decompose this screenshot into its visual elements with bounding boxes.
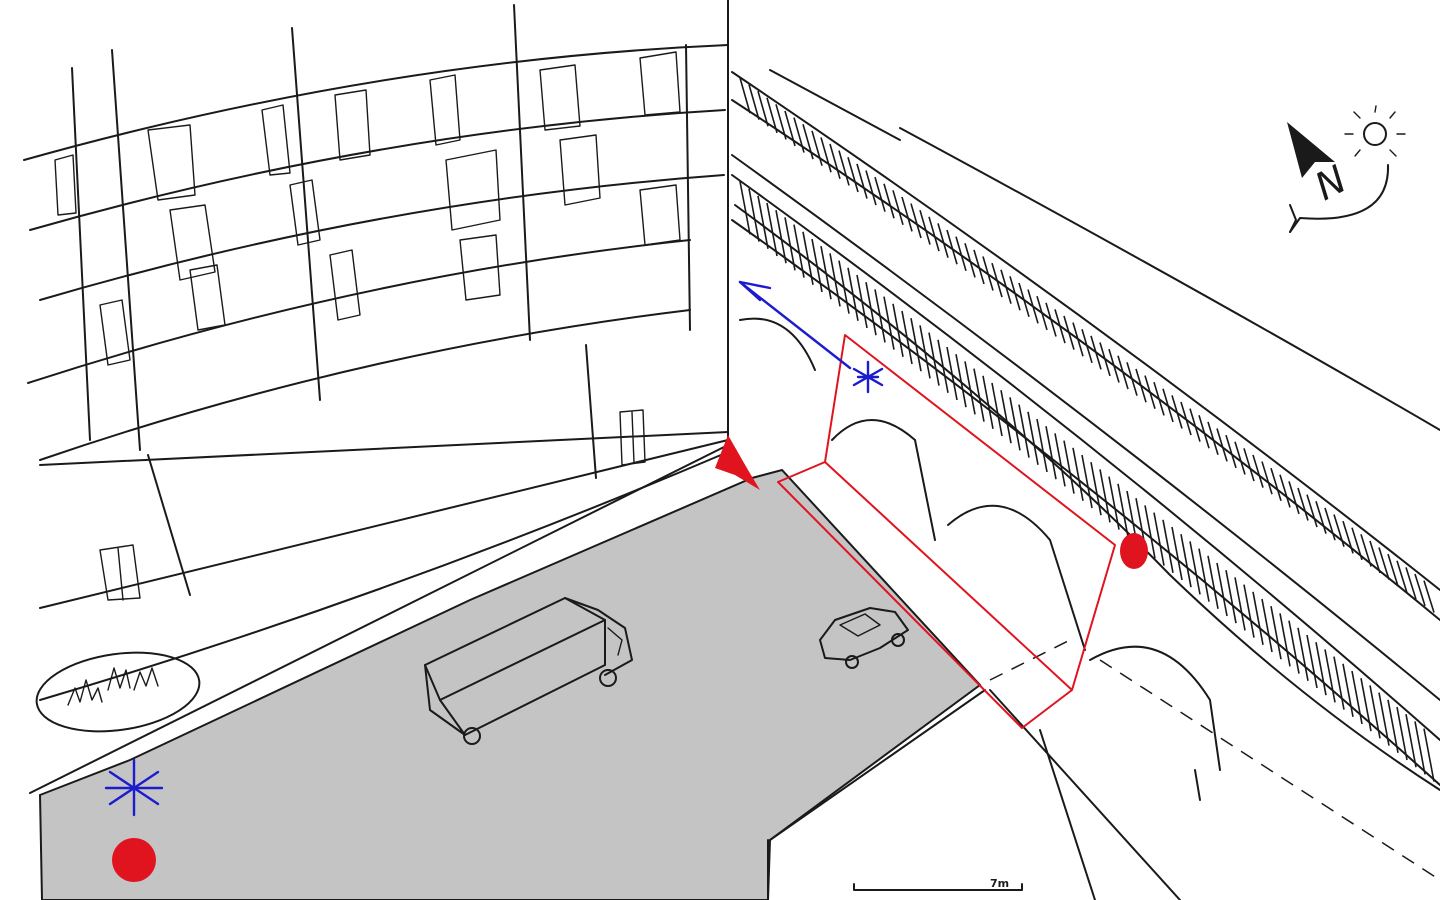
rail-tie [821,137,831,172]
red-dot-marker-bottom [112,838,156,882]
rail-tie [866,170,876,205]
street-ground [40,470,980,900]
sun-icon [1345,106,1405,156]
rail-tie [983,256,993,290]
rail-tie [1280,475,1290,508]
scale-bar: 7m [854,877,1022,890]
rail-tie [1361,534,1371,566]
rail-tie [839,151,849,186]
rail-tie [1289,481,1299,514]
rail-tie [1271,468,1281,501]
rail-tie [1100,342,1110,375]
rail-tie [767,98,777,133]
rail-tie [1073,323,1083,357]
rail-tie [1352,528,1362,560]
star-marker-icon [854,362,882,392]
rail-tie [1010,276,1020,310]
rail-tie [1298,488,1308,520]
red-dot-marker-top [1120,533,1148,569]
rail-tie [1145,376,1155,409]
rail-tie [884,184,894,219]
rail-tie [1163,389,1173,422]
rail-tie [857,164,867,199]
rail-tie [1181,402,1191,435]
rail-tie [794,118,804,153]
rail-tie [1199,415,1209,448]
rail-tie [1127,362,1137,395]
rail-tie [992,263,1002,297]
scale-bar-label: 7m [990,877,1009,890]
rail-tie [1055,309,1065,343]
rail-tie [1334,514,1344,546]
rail-tie [1343,521,1353,553]
rail-tie [1118,356,1128,389]
rail-tie [1325,508,1335,540]
rail-tie [776,104,786,139]
north-arrow-icon: N [1287,122,1354,209]
rail-tie [1136,369,1146,402]
rail-tie [893,190,903,224]
rail-tie [1154,382,1164,415]
rail-tie [848,157,858,192]
rail-tie [830,144,840,179]
rail-tie [1001,270,1011,304]
rail-tie [1028,290,1038,324]
rail-tie [1172,395,1182,428]
rail-tie [812,131,822,166]
rail-tie [1307,495,1317,527]
rail-tie [974,250,984,284]
rail-tie [785,111,795,146]
rail-tie [1082,329,1092,363]
rail-tie [1190,409,1200,442]
rail-tie [1091,336,1101,370]
view-direction-arrow-icon [715,435,760,490]
rail-tie [1019,283,1029,317]
rail-tie [1316,501,1326,533]
rail-tie [1046,303,1056,337]
rail-tie [1037,296,1047,330]
compass-label: N [1308,157,1354,209]
rail-tie [965,243,975,277]
direction-arrow-icon [740,282,850,368]
rail-tie [875,177,885,212]
rail-tie [1109,349,1119,382]
rail-tie [803,124,813,159]
rail-tie [1064,316,1074,350]
